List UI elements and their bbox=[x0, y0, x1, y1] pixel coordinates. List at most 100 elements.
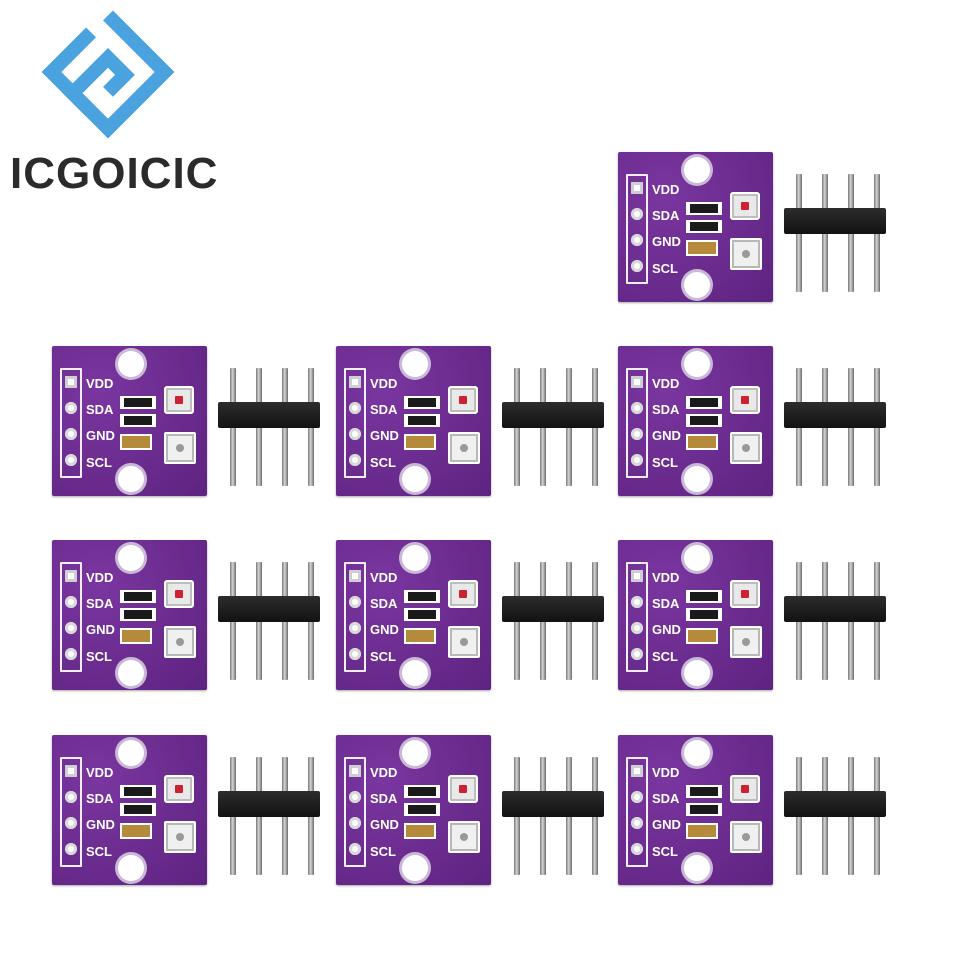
resistor bbox=[686, 785, 722, 798]
sensor-chip bbox=[730, 432, 762, 464]
pin-label-sda: SDA bbox=[86, 402, 114, 417]
pcb-board: VDD SDA GND SCL bbox=[618, 346, 773, 496]
header-plastic bbox=[784, 402, 886, 428]
pin-pad bbox=[65, 817, 77, 829]
pin-pad bbox=[349, 376, 361, 388]
sensor-module: VDD SDA GND SCL bbox=[618, 152, 893, 312]
brand-logo: ICGOICIC bbox=[0, 0, 240, 200]
header-plastic bbox=[218, 596, 320, 622]
pin-pad bbox=[631, 428, 643, 440]
resistor bbox=[120, 785, 156, 798]
capacitor bbox=[404, 434, 436, 450]
pin-outline bbox=[344, 757, 366, 867]
sensor-module: VDD SDA GND SCL bbox=[52, 346, 327, 506]
pin-label-scl: SCL bbox=[652, 455, 678, 470]
pin-label-gnd: GND bbox=[86, 622, 115, 637]
sensor-module: VDD SDA GND SCL bbox=[336, 735, 611, 895]
pin-label-vdd: VDD bbox=[652, 182, 680, 197]
resistor bbox=[120, 396, 156, 409]
sensor-module: VDD SDA GND SCL bbox=[336, 540, 611, 700]
resistor bbox=[686, 396, 722, 409]
pin-header bbox=[498, 757, 608, 875]
capacitor bbox=[404, 823, 436, 839]
header-plastic bbox=[784, 596, 886, 622]
sensor-chip bbox=[448, 626, 480, 658]
sensor-module: VDD SDA GND SCL bbox=[52, 735, 327, 895]
pin-label-sda: SDA bbox=[370, 402, 398, 417]
capacitor bbox=[686, 628, 718, 644]
pin-pad bbox=[349, 402, 361, 414]
pin-outline bbox=[60, 368, 82, 478]
sensor-chip bbox=[164, 775, 194, 803]
pin-label-sda: SDA bbox=[370, 596, 398, 611]
pin-outline bbox=[626, 757, 648, 867]
header-plastic bbox=[784, 208, 886, 234]
capacitor bbox=[120, 434, 152, 450]
resistor bbox=[686, 414, 722, 427]
pin-label-gnd: GND bbox=[86, 817, 115, 832]
mounting-hole bbox=[684, 740, 710, 766]
resistor bbox=[404, 608, 440, 621]
pin-pad bbox=[631, 454, 643, 466]
mounting-hole bbox=[118, 660, 144, 686]
pin-header bbox=[214, 562, 324, 680]
pin-label-vdd: VDD bbox=[652, 765, 680, 780]
resistor bbox=[404, 414, 440, 427]
pin-pad bbox=[631, 596, 643, 608]
pin-pad bbox=[631, 208, 643, 220]
sensor-chip bbox=[448, 580, 478, 608]
pin-label-gnd: GND bbox=[652, 234, 681, 249]
capacitor bbox=[686, 823, 718, 839]
pin-label-gnd: GND bbox=[652, 622, 681, 637]
pin-header bbox=[780, 562, 890, 680]
resistor bbox=[120, 803, 156, 816]
pin-header bbox=[498, 562, 608, 680]
pin-pad bbox=[349, 622, 361, 634]
pin-pad bbox=[65, 791, 77, 803]
pin-label-sda: SDA bbox=[652, 791, 680, 806]
mounting-hole bbox=[402, 740, 428, 766]
sensor-module: VDD SDA GND SCL bbox=[336, 346, 611, 506]
sensor-module: VDD SDA GND SCL bbox=[52, 540, 327, 700]
pcb-board: VDD SDA GND SCL bbox=[52, 540, 207, 690]
mounting-hole bbox=[402, 545, 428, 571]
pin-label-sda: SDA bbox=[86, 596, 114, 611]
pin-pad bbox=[631, 843, 643, 855]
pin-pad bbox=[349, 454, 361, 466]
pin-pad bbox=[65, 765, 77, 777]
resistor bbox=[120, 414, 156, 427]
pin-header bbox=[214, 757, 324, 875]
pin-label-sda: SDA bbox=[652, 596, 680, 611]
pin-label-sda: SDA bbox=[652, 402, 680, 417]
pin-pad bbox=[65, 570, 77, 582]
sensor-chip bbox=[730, 386, 760, 414]
pin-label-scl: SCL bbox=[370, 844, 396, 859]
pin-header bbox=[498, 368, 608, 486]
pin-header bbox=[780, 757, 890, 875]
pin-pad bbox=[65, 376, 77, 388]
sensor-chip bbox=[730, 775, 760, 803]
pin-pad bbox=[631, 817, 643, 829]
pin-outline bbox=[626, 174, 648, 284]
mounting-hole bbox=[118, 351, 144, 377]
pin-pad bbox=[631, 622, 643, 634]
pin-outline bbox=[626, 368, 648, 478]
mounting-hole bbox=[402, 660, 428, 686]
pcb-board: VDD SDA GND SCL bbox=[618, 152, 773, 302]
mounting-hole bbox=[402, 351, 428, 377]
resistor bbox=[686, 608, 722, 621]
pin-label-sda: SDA bbox=[370, 791, 398, 806]
pin-label-vdd: VDD bbox=[86, 376, 114, 391]
pin-outline bbox=[626, 562, 648, 672]
pcb-board: VDD SDA GND SCL bbox=[52, 346, 207, 496]
pin-label-gnd: GND bbox=[652, 817, 681, 832]
pcb-board: VDD SDA GND SCL bbox=[336, 540, 491, 690]
resistor bbox=[686, 803, 722, 816]
header-plastic bbox=[218, 791, 320, 817]
sensor-chip bbox=[730, 626, 762, 658]
pin-label-vdd: VDD bbox=[370, 376, 398, 391]
pin-outline bbox=[60, 757, 82, 867]
sensor-chip bbox=[448, 386, 478, 414]
mounting-hole bbox=[118, 855, 144, 881]
sensor-module: VDD SDA GND SCL bbox=[618, 735, 893, 895]
